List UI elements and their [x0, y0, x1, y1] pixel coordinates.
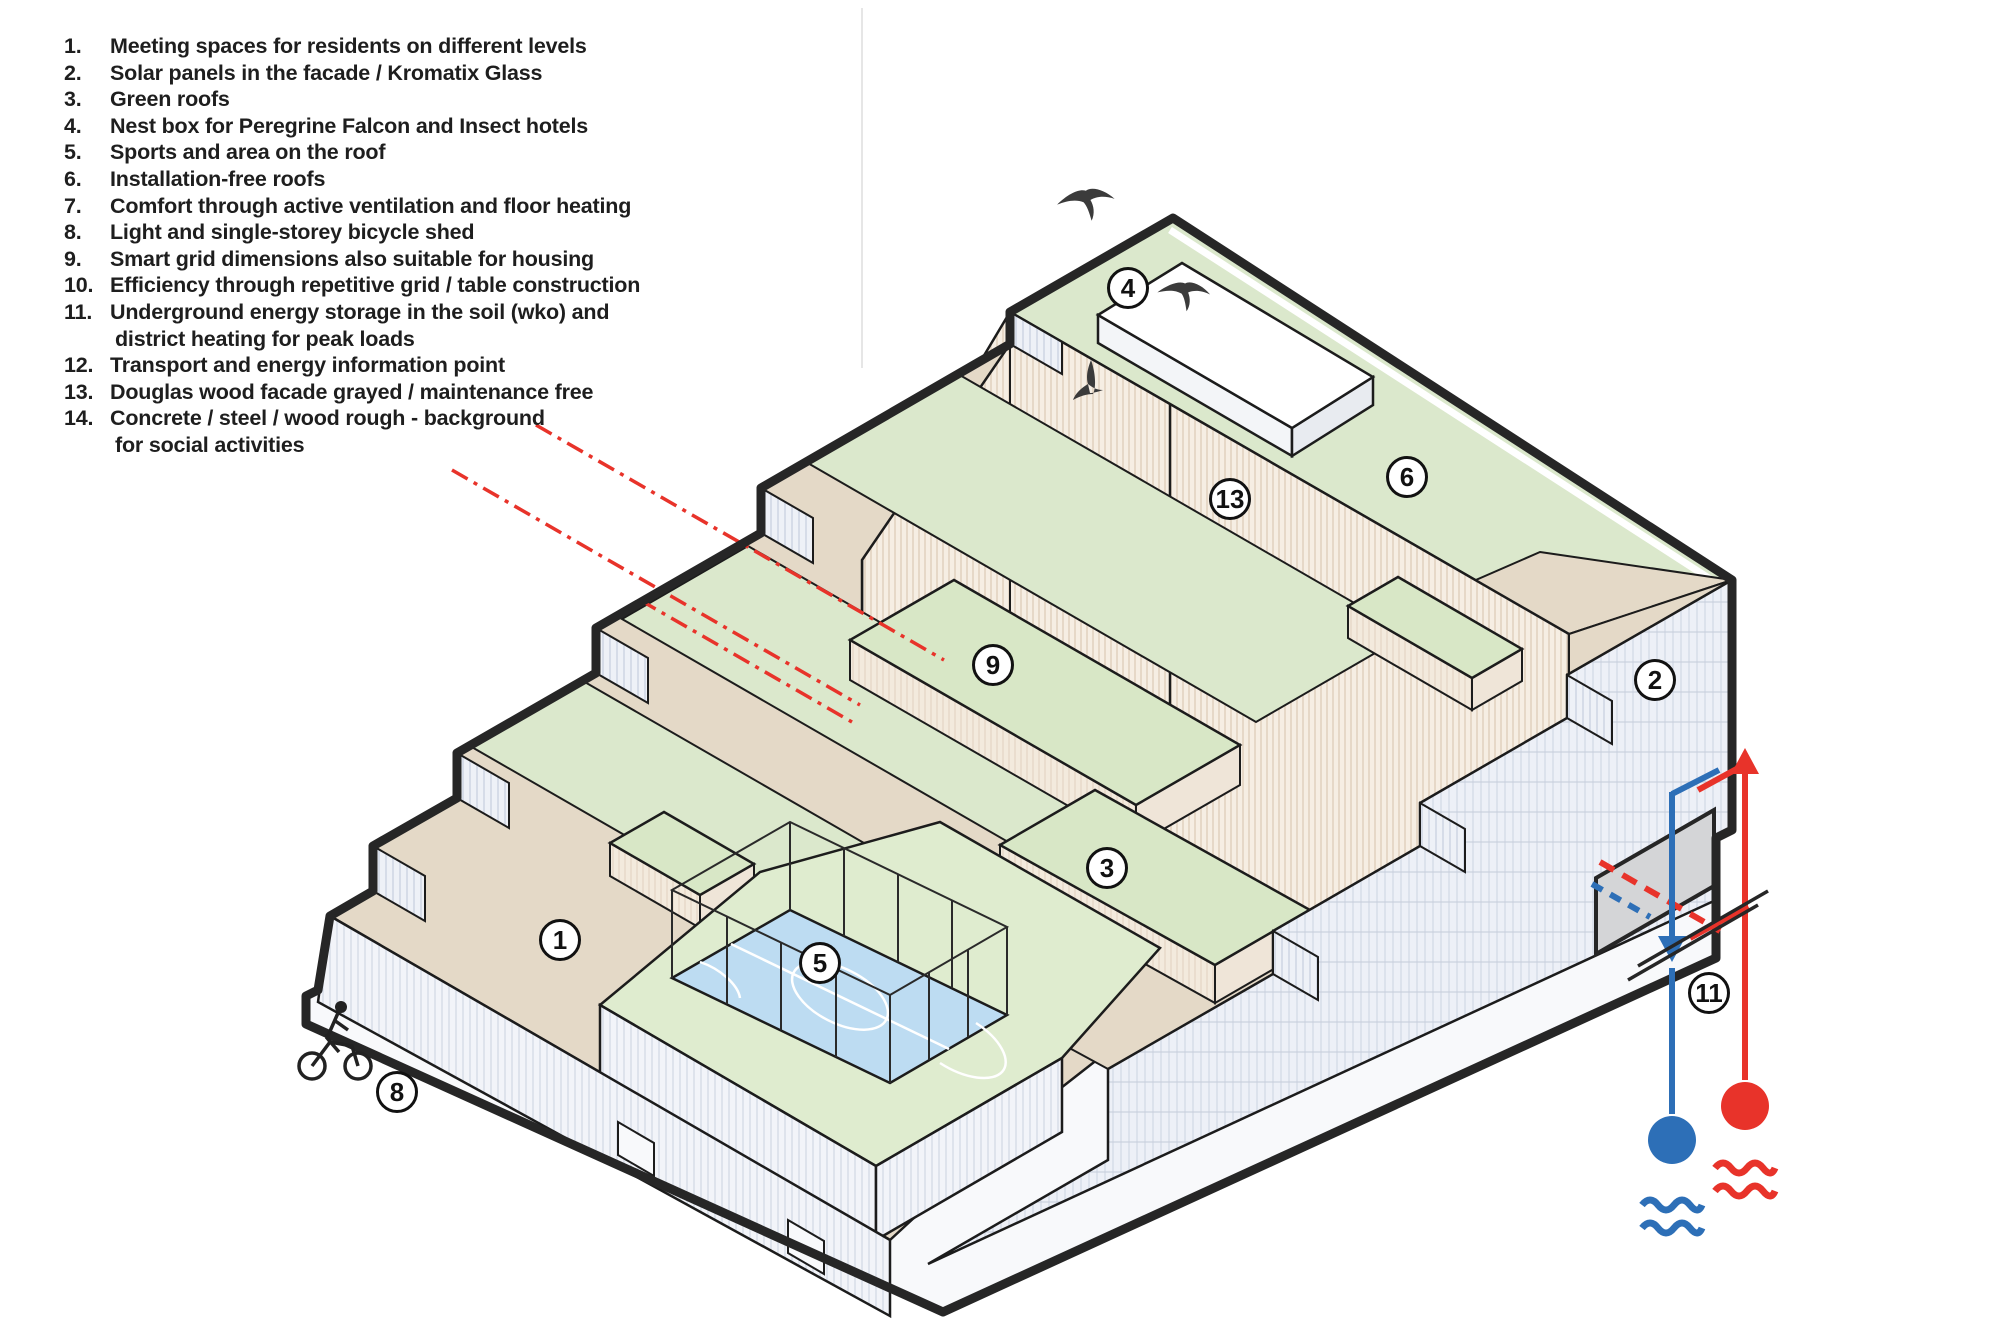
legend-item-number: 7.: [64, 193, 82, 218]
legend-item-text: Light and single-storey bicycle shed: [110, 220, 475, 245]
cold-water-waves: [1639, 1196, 1706, 1237]
legend-item-text: Installation-free roofs: [110, 166, 326, 191]
warm-water-waves: [1712, 1159, 1779, 1200]
bird-icon: [1157, 282, 1211, 312]
marker-wood-facade: 13: [1209, 478, 1251, 520]
legend-item-number: 1.: [64, 34, 82, 58]
marker-smart-grid: 9: [972, 644, 1014, 686]
legend-item-text: Concrete / steel / wood rough - backgrou…: [110, 406, 545, 431]
legend-item-text: Comfort through active ventilation and f…: [110, 193, 632, 218]
cold-well-icon: [1648, 1116, 1696, 1164]
marker-meeting-spaces: 1: [539, 919, 581, 961]
green-roof-box: [847, 578, 1243, 847]
sports-court-block: [597, 820, 1162, 1243]
energy-well-diagram: [1590, 748, 1779, 1237]
legend-item: 2. Solar panels in the facade / Kromatix …: [64, 60, 704, 87]
legend-item: 1. Meeting spaces for residents on differ…: [64, 33, 704, 60]
legend-item-number: 12.: [64, 353, 94, 378]
grid-dashdot-lines: [451, 423, 945, 724]
marker-installation-free-roof: 6: [1386, 456, 1428, 498]
marker-green-roof: 3: [1086, 847, 1128, 889]
birds: [1057, 188, 1211, 400]
court-wall-right: [874, 1055, 1064, 1243]
legend-item-text: Douglas wood facade grayed / maintenance…: [110, 379, 594, 404]
legend-item: 6. Installation-free roofs: [64, 166, 704, 193]
facade-parapet-risers: [1272, 673, 1613, 1002]
roof-rim: [1168, 227, 1726, 591]
legend-item-number: 8.: [64, 220, 82, 245]
legend-item-text: Transport and energy information point: [110, 353, 505, 378]
legend-item-text: Efficiency through repetitive grid / tab…: [110, 273, 641, 298]
nest-box-block: [1095, 261, 1376, 459]
legend-item: 9. Smart grid dimensions also suitable fo…: [64, 246, 704, 273]
marker-sports-roof: 5: [799, 942, 841, 984]
terrace-parapet-risers: [372, 310, 1063, 923]
legend-item-text: district heating for peak loads: [115, 326, 415, 351]
arrow-up-icon: [1731, 748, 1759, 774]
legend-item-number: 6.: [64, 166, 82, 191]
legend-item: 10. Efficiency through repetitive grid / …: [64, 272, 704, 299]
legend-item: 8. Light and single-storey bicycle shed: [64, 219, 704, 246]
green-roof-box: [1345, 575, 1525, 712]
legend-item-text: Underground energy storage in the soil (…: [110, 299, 610, 324]
bird-icon: [1057, 188, 1115, 221]
legend-item-text: for social activities: [115, 432, 305, 457]
legend-item-number: 4.: [64, 113, 82, 138]
legend-item-number: 2.: [64, 60, 82, 85]
legend-item-number: 13.: [64, 379, 94, 404]
facade-notch: [617, 1120, 655, 1178]
legend-item: 5. Sports and area on the roof: [64, 139, 704, 166]
legend-item: 14. Concrete / steel / wood rough - backg…: [64, 405, 704, 432]
legend-item-text: Smart grid dimensions also suitable for …: [110, 246, 594, 271]
cyclist-icon: [297, 1001, 373, 1081]
legend-item-text: Solar panels in the facade / Kromatix Gl…: [110, 60, 543, 85]
legend-item-text: Green roofs: [110, 87, 230, 112]
legend-item: 3. Green roofs: [64, 86, 704, 113]
legend-item: 7. Comfort through active ventilation and…: [64, 193, 704, 220]
seagull-icon: [1073, 360, 1103, 400]
legend-item-continuation: for social activities: [64, 432, 704, 459]
legend-item-text: Nest box for Peregrine Falcon and Insect…: [110, 113, 589, 138]
legend-item: 4. Nest box for Peregrine Falcon and Inse…: [64, 113, 704, 140]
legend-item-number: 9.: [64, 246, 82, 271]
legend-item: 11. Underground energy storage in the soi…: [64, 299, 704, 326]
legend-item-text: Meeting spaces for residents on differen…: [110, 34, 587, 58]
legend-item-number: 5.: [64, 140, 82, 165]
legend: 1. Meeting spaces for residents on differ…: [64, 33, 704, 459]
marker-solar-facade: 2: [1634, 659, 1676, 701]
building-outline: [301, 213, 1737, 1317]
legend-item-number: 14.: [64, 406, 94, 431]
legend-item-text: Sports and area on the roof: [110, 140, 386, 165]
marker-underground-energy-storage: 11: [1688, 972, 1730, 1014]
legend-item-continuation: district heating for peak loads: [64, 326, 704, 353]
legend-item-number: 3.: [64, 87, 82, 112]
legend-item: 12. Transport and energy information poin…: [64, 352, 704, 379]
warm-well-icon: [1721, 1082, 1769, 1130]
legend-item: 13. Douglas wood facade grayed / maintena…: [64, 379, 704, 406]
legend-item-number: 10.: [64, 273, 94, 298]
legend-item-number: 11.: [64, 299, 93, 324]
marker-bicycle-shed: 8: [376, 1071, 418, 1113]
marker-nest-box: 4: [1107, 267, 1149, 309]
